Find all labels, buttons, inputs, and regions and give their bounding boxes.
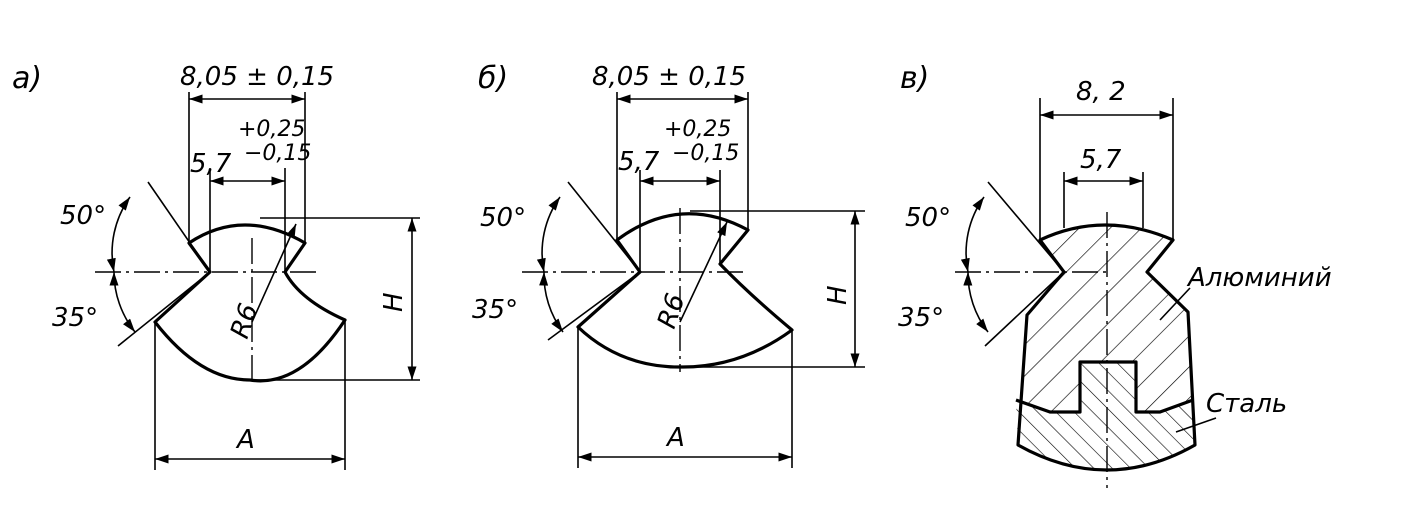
figure-a-radius-leader bbox=[251, 223, 297, 323]
figure-b-angle-upper-arc bbox=[536, 196, 561, 273]
figure-b-tol-plus: +0,25 bbox=[664, 117, 731, 142]
figure-b-profile bbox=[576, 212, 794, 369]
figure-a-tol-minus: −0,15 bbox=[244, 141, 311, 166]
figure-b-height: H bbox=[823, 285, 853, 305]
figure-b-label: б) bbox=[478, 61, 508, 96]
figure-a-angle-upper-arc bbox=[106, 196, 131, 273]
figure-b-radius: R6 bbox=[652, 290, 691, 332]
figure-c-dim-inner: 5,7 bbox=[1080, 145, 1122, 175]
figure-b-radius-leader bbox=[679, 221, 728, 323]
figure-a-width: A bbox=[235, 425, 255, 455]
figure-a-angle-upper: 50° bbox=[60, 201, 106, 231]
figure-b-dim-inner: 5,7 bbox=[618, 147, 660, 177]
figure-c-angle-lower-arc bbox=[963, 271, 989, 333]
figure-b: б) 8,05 ± 0,15 +0,25 5,7 −0,15 50° 35° R… bbox=[472, 61, 865, 468]
figure-c-angle-lower: 35° bbox=[898, 303, 944, 333]
figure-a: а) 8,05 ± 0,15 +0,25 5,7 −0,15 50° 35° R… bbox=[12, 61, 420, 470]
figure-c-material-aluminium: Алюминий bbox=[1186, 263, 1332, 293]
figure-b-width: A bbox=[665, 423, 685, 453]
figure-a-dim-inner: 5,7 bbox=[190, 149, 232, 179]
figure-a-label: а) bbox=[12, 61, 42, 96]
figure-c-outline bbox=[1016, 223, 1197, 472]
figure-c-angle-upper-arc bbox=[960, 196, 985, 273]
figure-a-angle-lower: 35° bbox=[52, 303, 98, 333]
figure-b-angle-upper: 50° bbox=[480, 203, 526, 233]
figure-c: в) 8, 2 5,7 50° 35° Алюминий Сталь bbox=[898, 61, 1332, 488]
figure-a-dim-top: 8,05 ± 0,15 bbox=[180, 62, 334, 92]
figure-b-angle-lower: 35° bbox=[472, 295, 518, 325]
figure-c-material-steel: Сталь bbox=[1206, 389, 1287, 419]
figure-c-angle-upper: 50° bbox=[905, 203, 951, 233]
figure-c-dim-top: 8, 2 bbox=[1076, 77, 1126, 107]
figure-a-angle-lower-arc bbox=[109, 271, 136, 333]
figure-a-profile bbox=[153, 223, 347, 383]
figure-b-dim-top: 8,05 ± 0,15 bbox=[592, 62, 746, 92]
figure-c-label: в) bbox=[900, 61, 929, 96]
figure-a-height: H bbox=[379, 292, 409, 312]
figure-a-tol-plus: +0,25 bbox=[238, 117, 305, 142]
figure-c-steel-boundary bbox=[1015, 360, 1194, 414]
figure-b-tol-minus: −0,15 bbox=[672, 141, 739, 166]
figure-b-angle-lower-arc bbox=[539, 271, 564, 333]
